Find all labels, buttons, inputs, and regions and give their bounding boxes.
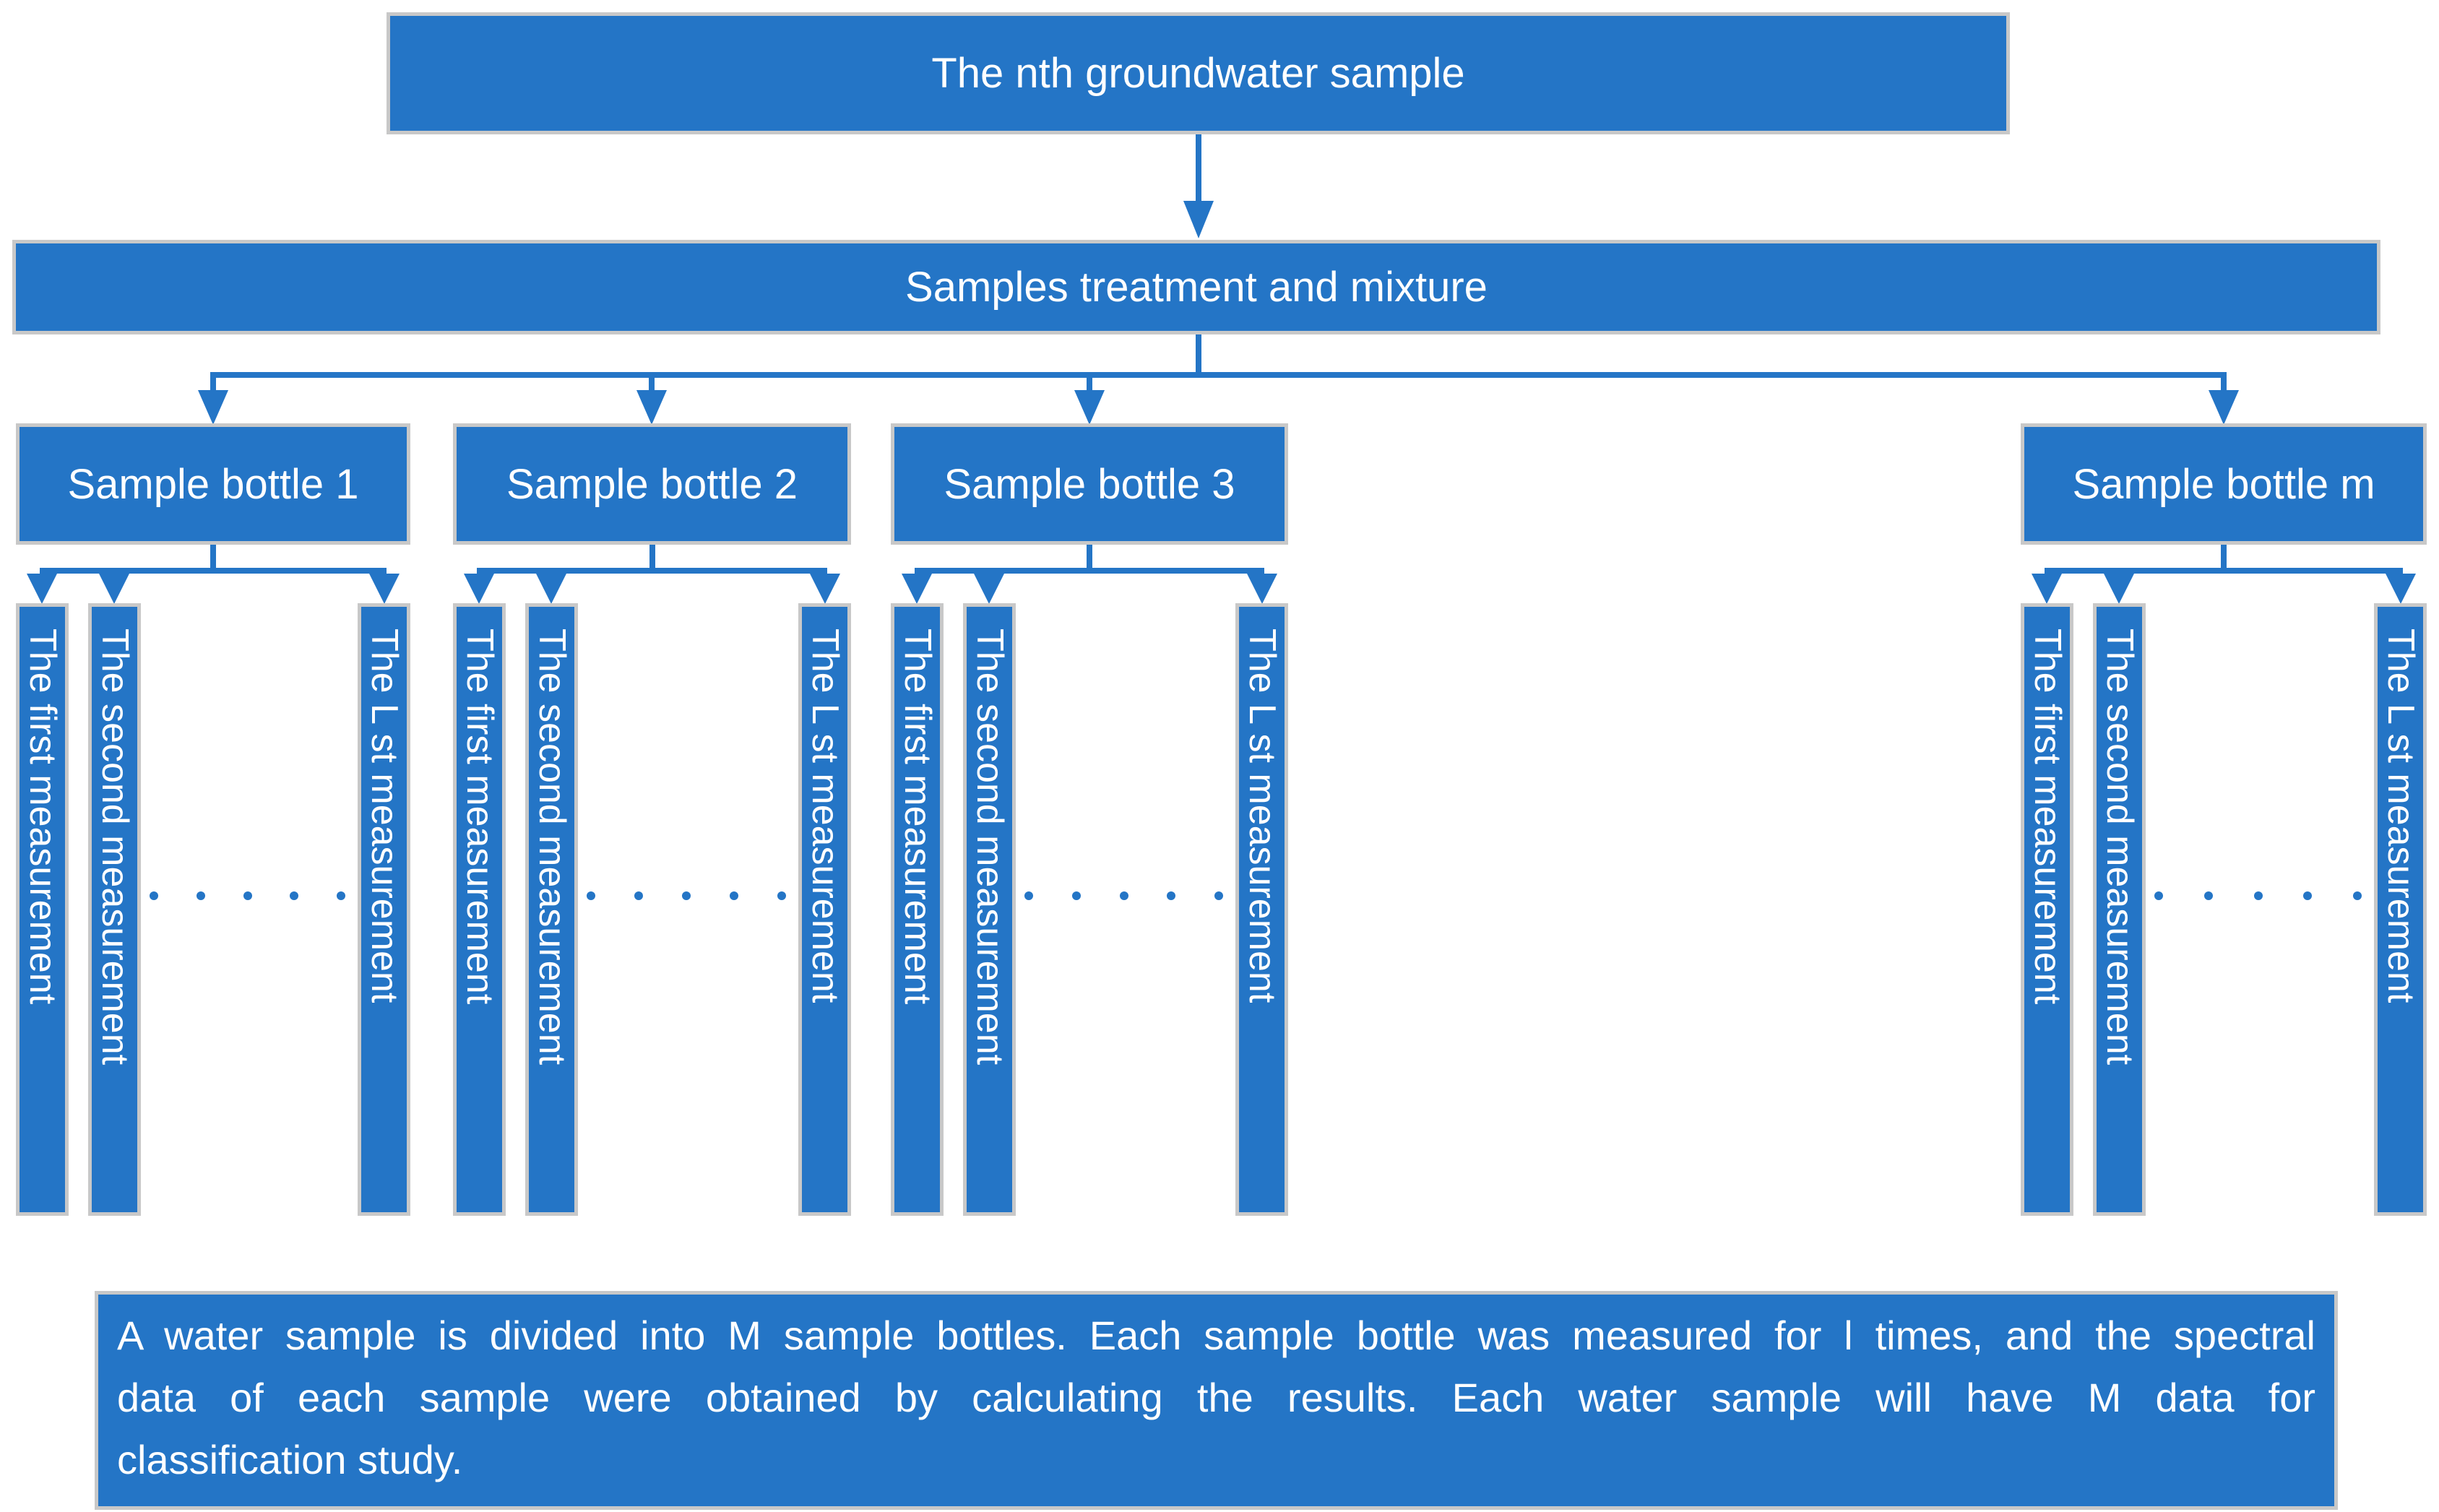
bottle-box-label: Sample bottle m xyxy=(2072,460,2375,508)
measurement-bar-second: The second measurement xyxy=(88,603,141,1216)
arrow-stem xyxy=(1196,134,1201,204)
connector-line xyxy=(915,568,1264,574)
dot xyxy=(243,891,252,900)
measurement-bar-second: The second measurement xyxy=(2093,603,2146,1216)
ellipsis-dots xyxy=(2154,891,2362,900)
arrow-down-icon xyxy=(810,574,840,604)
measurement-bar-last: The L st measurement xyxy=(1235,603,1288,1216)
bottle-group-2: Sample bottle 2 The first measurement Th… xyxy=(453,423,851,1216)
arrow-down-icon xyxy=(536,574,566,604)
dot xyxy=(2203,891,2213,900)
connector-line xyxy=(210,372,2227,378)
dot xyxy=(777,891,786,900)
dot xyxy=(1119,891,1128,900)
arrow-down-icon xyxy=(99,574,129,604)
arrow-down-icon xyxy=(636,390,667,425)
note-box: A water sample is divided into M sample … xyxy=(95,1291,2338,1510)
dot xyxy=(730,891,738,900)
measurement-bar-last: The L st measurement xyxy=(2374,603,2427,1216)
bottle-box-3: Sample bottle 3 xyxy=(891,423,1288,545)
arrow-down-icon xyxy=(464,574,494,604)
measurement-bar-last: The L st measurement xyxy=(358,603,410,1216)
connector-stem xyxy=(2221,545,2227,572)
ellipsis-dots xyxy=(587,891,786,900)
bottle-box-label: Sample bottle 1 xyxy=(67,460,359,508)
connector-stub xyxy=(210,377,216,392)
measurement-bar-first: The first measurement xyxy=(453,603,506,1216)
bottle-box-m: Sample bottle m xyxy=(2021,423,2427,545)
arrow-down-icon xyxy=(369,574,400,604)
dot xyxy=(2154,891,2163,900)
measurement-bar-first: The first measurement xyxy=(2021,603,2073,1216)
dot xyxy=(1214,891,1223,900)
dot xyxy=(634,891,643,900)
bottle-box-1: Sample bottle 1 xyxy=(16,423,410,545)
note-line-2: data of each sample were obtained by cal… xyxy=(117,1375,2315,1420)
dot xyxy=(1071,891,1081,900)
bottle-box-2: Sample bottle 2 xyxy=(453,423,851,545)
ellipsis-dots xyxy=(150,891,345,900)
connector-stub xyxy=(1087,377,1092,392)
arrow-down-icon xyxy=(974,574,1004,604)
dot xyxy=(196,891,205,900)
measurement-bar-second: The second measurement xyxy=(963,603,1016,1216)
ellipsis-dots xyxy=(1024,891,1223,900)
treatment-box-label: Samples treatment and mixture xyxy=(905,264,1488,311)
dot xyxy=(587,891,595,900)
dot xyxy=(2303,891,2313,900)
measurement-bar-last: The L st measurement xyxy=(798,603,851,1216)
arrow-down-icon xyxy=(198,390,228,425)
arrow-down-icon xyxy=(27,574,57,604)
arrow-down-icon xyxy=(1247,574,1277,604)
connector-line xyxy=(40,568,387,574)
arrow-down-icon xyxy=(2032,574,2062,604)
arrow-down-icon xyxy=(1183,201,1214,238)
dot xyxy=(682,891,691,900)
arrow-down-icon xyxy=(2386,574,2416,604)
connector-stub xyxy=(649,377,655,392)
dot xyxy=(1167,891,1176,900)
measurement-bar-first: The first measurement xyxy=(891,603,944,1216)
dot xyxy=(150,891,158,900)
dot xyxy=(2253,891,2263,900)
bottle-group-3: Sample bottle 3 The first measurement Th… xyxy=(891,423,1288,1216)
note-line-3: classification study. xyxy=(117,1437,463,1482)
bottle-group-m: Sample bottle m The first measurement Th… xyxy=(2021,423,2427,1216)
dot xyxy=(1024,891,1033,900)
bottle-group-1: Sample bottle 1 The first measurement Th… xyxy=(16,423,410,1216)
top-box-label: The nth groundwater sample xyxy=(931,50,1465,97)
note-line-1: A water sample is divided into M sample … xyxy=(117,1313,2315,1358)
bottle-box-label: Sample bottle 3 xyxy=(944,460,1235,508)
connector-stub xyxy=(2221,377,2227,392)
arrow-down-icon xyxy=(2209,390,2239,425)
connector-stem xyxy=(1087,545,1092,572)
measurement-bar-second: The second measurement xyxy=(525,603,578,1216)
dot xyxy=(337,891,345,900)
connector-stem xyxy=(649,545,655,572)
arrow-down-icon xyxy=(902,574,932,604)
measurement-bar-first: The first measurement xyxy=(16,603,69,1216)
treatment-box: Samples treatment and mixture xyxy=(12,240,2380,334)
connector-stem xyxy=(210,545,216,572)
arrow-down-icon xyxy=(1074,390,1105,425)
top-box: The nth groundwater sample xyxy=(387,12,2010,134)
arrow-down-icon xyxy=(2104,574,2134,604)
connector-stem xyxy=(1196,334,1201,376)
dot xyxy=(2353,891,2362,900)
bottle-box-label: Sample bottle 2 xyxy=(506,460,798,508)
connector-line xyxy=(2045,568,2403,574)
connector-line xyxy=(477,568,827,574)
dot xyxy=(290,891,299,900)
